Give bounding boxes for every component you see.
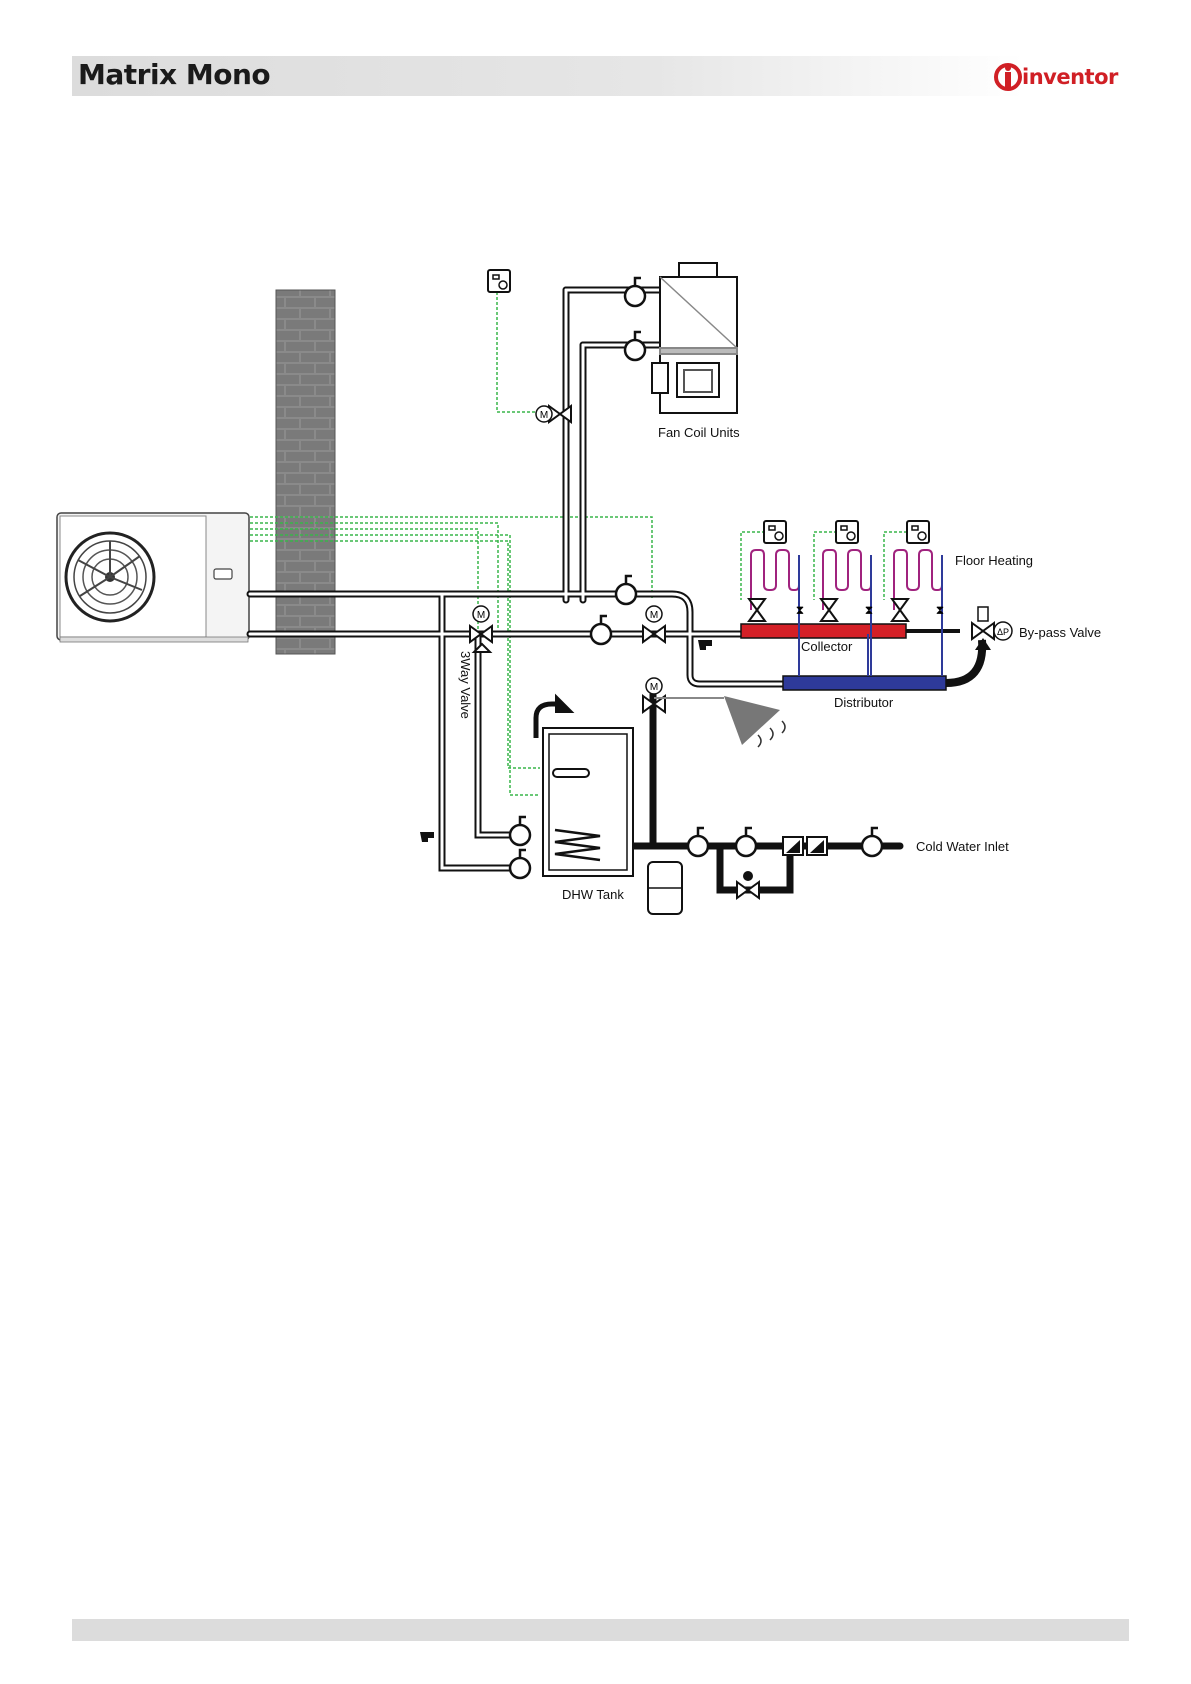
svg-text:M: M	[540, 410, 548, 421]
label-dhw-tank: DHW Tank	[562, 887, 624, 902]
label-fan-coil-units: Fan Coil Units	[658, 425, 740, 440]
cold-water-pump-1	[688, 828, 708, 856]
floor-thermostat-1	[764, 521, 786, 543]
dhw-coil-pump-2	[510, 850, 530, 878]
dhw-tank	[536, 696, 633, 876]
svg-text:⧗: ⧗	[865, 603, 873, 617]
circulation-pump-2	[591, 616, 611, 644]
cold-water-pump-2	[736, 828, 756, 856]
floor-loop-valves: ⧗ ⧗ ⧗	[749, 599, 944, 621]
label-cold-water-inlet: Cold Water Inlet	[916, 839, 1009, 854]
circulation-pump-1	[616, 576, 636, 604]
collector-manifold	[741, 624, 906, 638]
svg-text:M: M	[650, 682, 658, 693]
svg-text:ΔP: ΔP	[997, 627, 1009, 637]
brick-wall	[276, 290, 335, 654]
bypass-valve: ΔP	[972, 607, 1012, 650]
label-bypass-valve: By-pass Valve	[1019, 625, 1101, 640]
fan-coil-thermostat	[488, 270, 510, 292]
dhw-coil-pump-1	[510, 817, 530, 845]
label-three-way-valve: 3Way Valve	[458, 651, 473, 719]
label-distributor: Distributor	[834, 695, 894, 710]
control-wiring	[250, 287, 907, 795]
svg-text:⧗: ⧗	[936, 603, 944, 617]
cold-water-pump-3	[862, 828, 882, 856]
floor-thermostat-2	[836, 521, 858, 543]
svg-text:M: M	[477, 610, 485, 621]
fan-coil-pump-return	[625, 332, 645, 360]
fan-coil-unit	[652, 263, 737, 413]
heat-pump-outdoor-unit	[57, 513, 249, 642]
svg-text:M: M	[650, 610, 658, 621]
fan-coil-pump-supply	[625, 278, 645, 306]
label-floor-heating: Floor Heating	[955, 553, 1033, 568]
svg-text:⧗: ⧗	[796, 603, 804, 617]
distributor-manifold	[783, 676, 946, 690]
floor-thermostat-3	[907, 521, 929, 543]
shower-outlet	[654, 696, 785, 747]
floor-heating-loops	[751, 550, 942, 610]
footer-bar	[72, 1619, 1129, 1641]
label-collector: Collector	[801, 639, 853, 654]
